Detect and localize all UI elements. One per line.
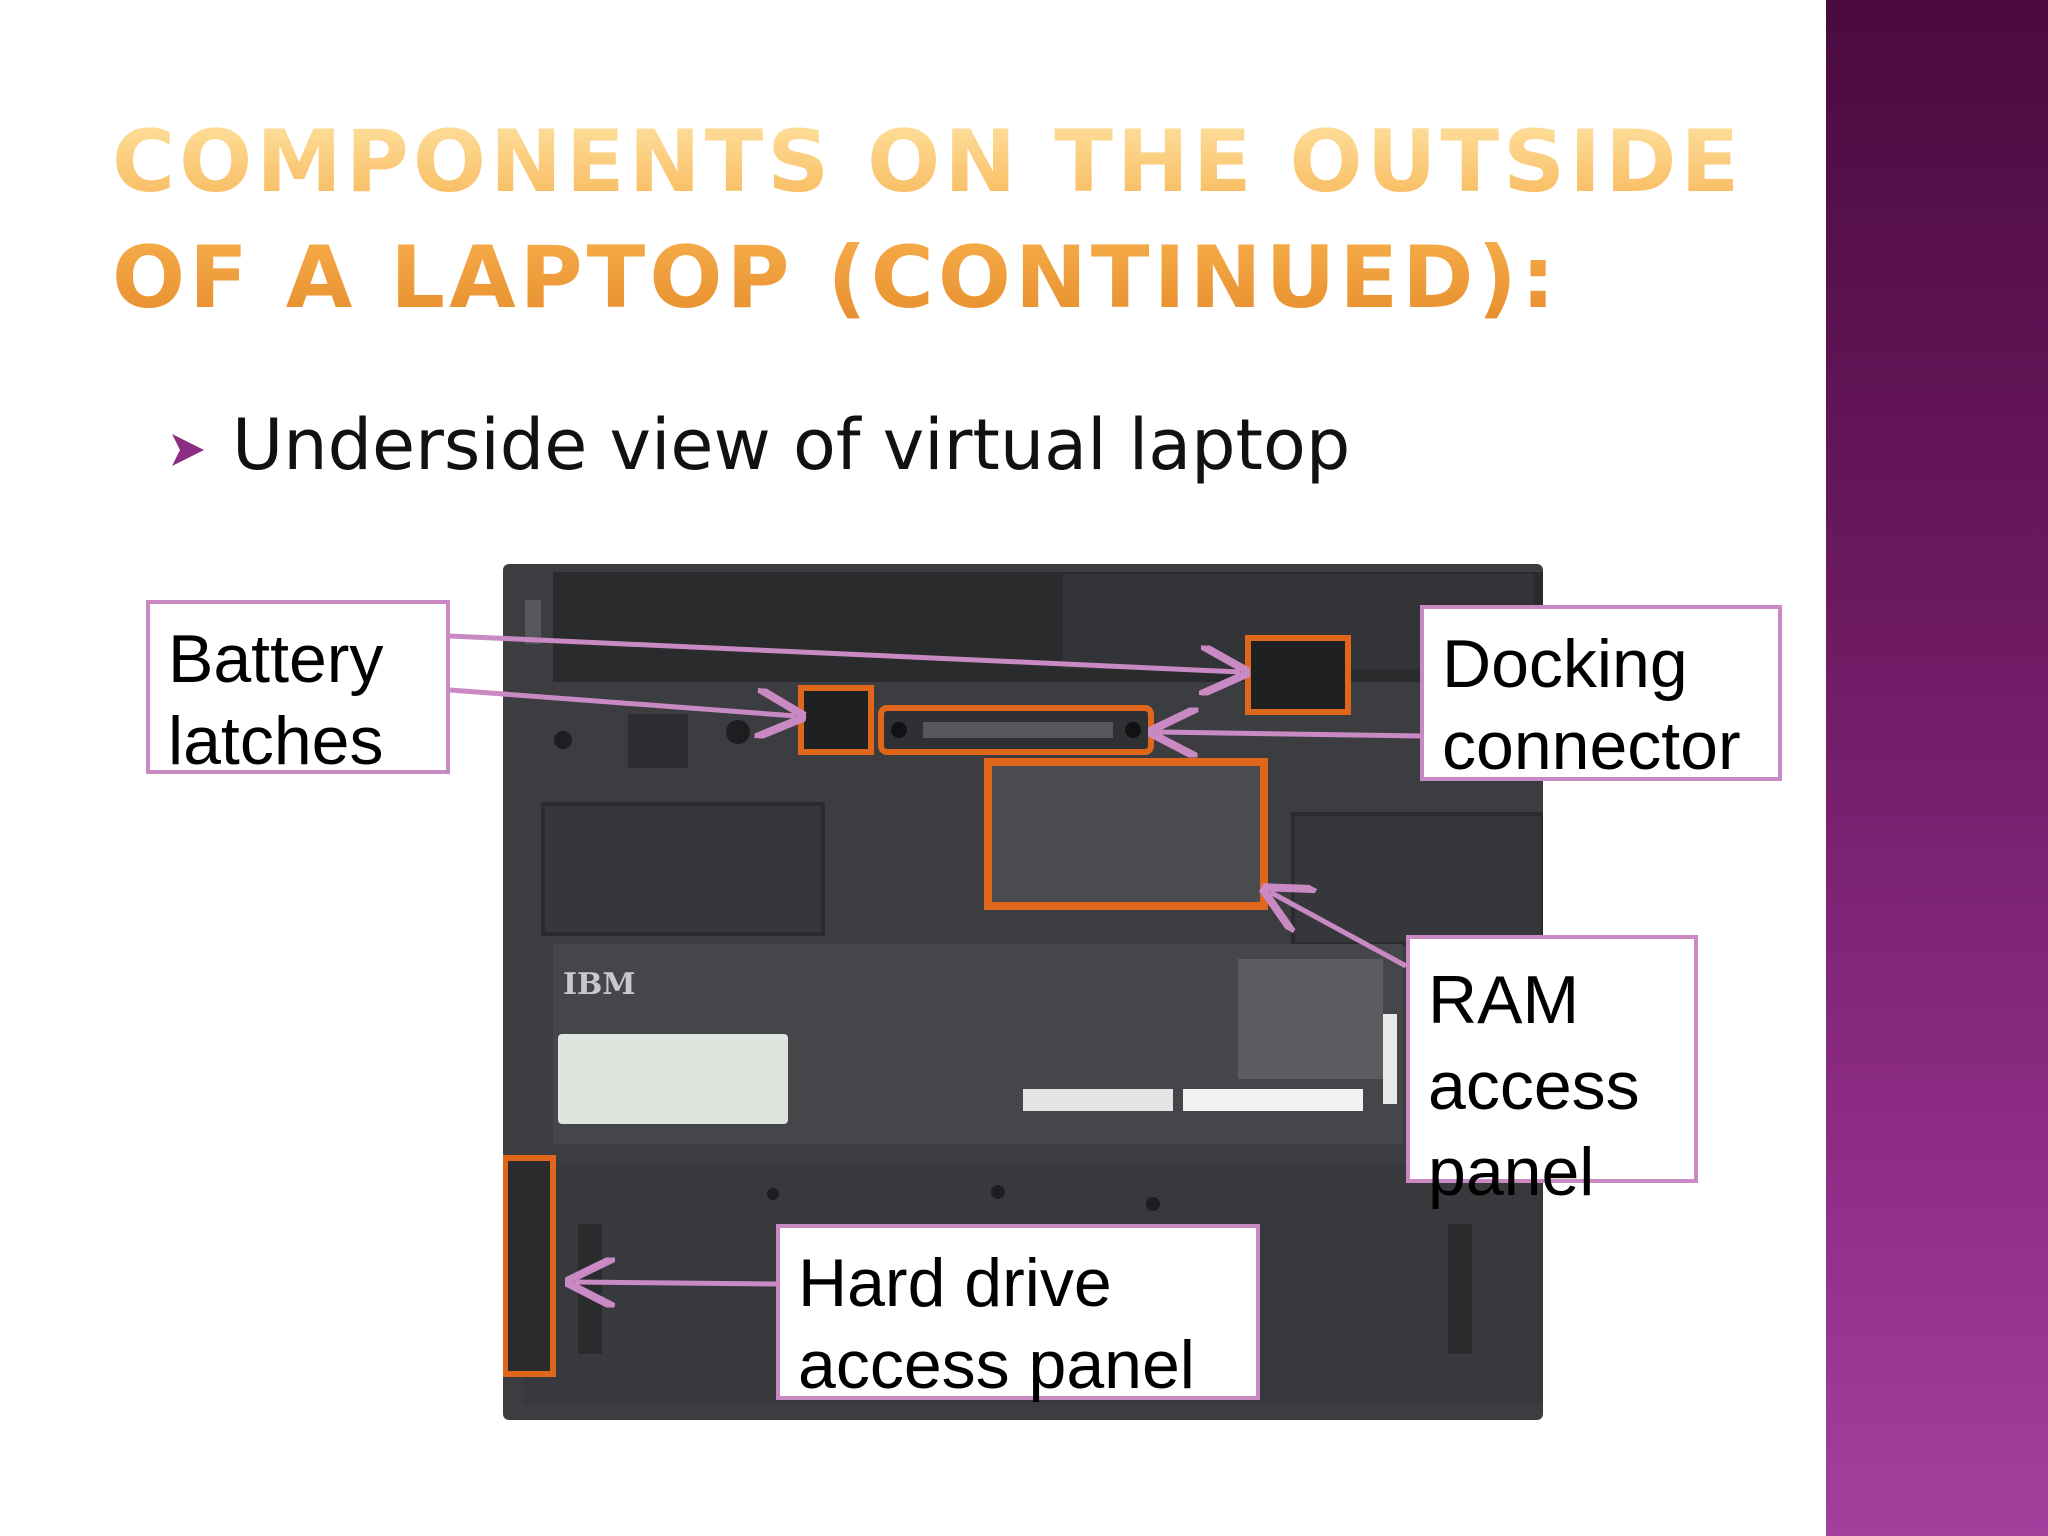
right-vent — [1448, 1224, 1472, 1354]
connector-pin — [1125, 722, 1141, 738]
slot-info-plate — [1238, 959, 1383, 1079]
serial-sticker — [1023, 1089, 1173, 1111]
decorative-side-band — [1826, 0, 2048, 1536]
serial-sticker — [1183, 1089, 1363, 1111]
barcode-sticker — [558, 1034, 788, 1124]
screw — [767, 1188, 779, 1200]
bullet-item: Underside view of virtual laptop — [170, 400, 1350, 490]
battery-latch-highlight — [1245, 635, 1351, 715]
left-grip — [578, 1224, 602, 1354]
ram-panel-highlight — [984, 758, 1268, 910]
ram-access-panel-callout: RAM access panel — [1406, 935, 1698, 1210]
battery-latches-callout: Battery latches — [146, 600, 450, 779]
battery-latch-highlight — [798, 685, 874, 755]
laptop-underside-image: IBM — [503, 564, 1543, 1420]
hard-drive-access-panel-callout: Hard drive access panel — [776, 1224, 1260, 1403]
screw — [554, 731, 572, 749]
hard-drive-latch-highlight — [503, 1155, 556, 1377]
connector-pin — [891, 722, 907, 738]
screw — [991, 1185, 1005, 1199]
connector-teeth — [923, 722, 1113, 738]
left-vent — [525, 600, 541, 644]
arrowhead-bullet-icon — [172, 434, 204, 466]
port-cover — [628, 714, 688, 768]
right-panel — [1291, 812, 1543, 946]
left-panel — [541, 802, 825, 936]
screw — [1146, 1197, 1160, 1211]
side-label — [1383, 1014, 1397, 1104]
slide-title: Components on the outside of a laptop (c… — [112, 104, 1762, 336]
brand-logo: IBM — [563, 967, 636, 1002]
bullet-text: Underside view of virtual laptop — [232, 404, 1351, 486]
screw — [726, 720, 750, 744]
docking-connector-callout: Docking connector — [1420, 605, 1782, 784]
